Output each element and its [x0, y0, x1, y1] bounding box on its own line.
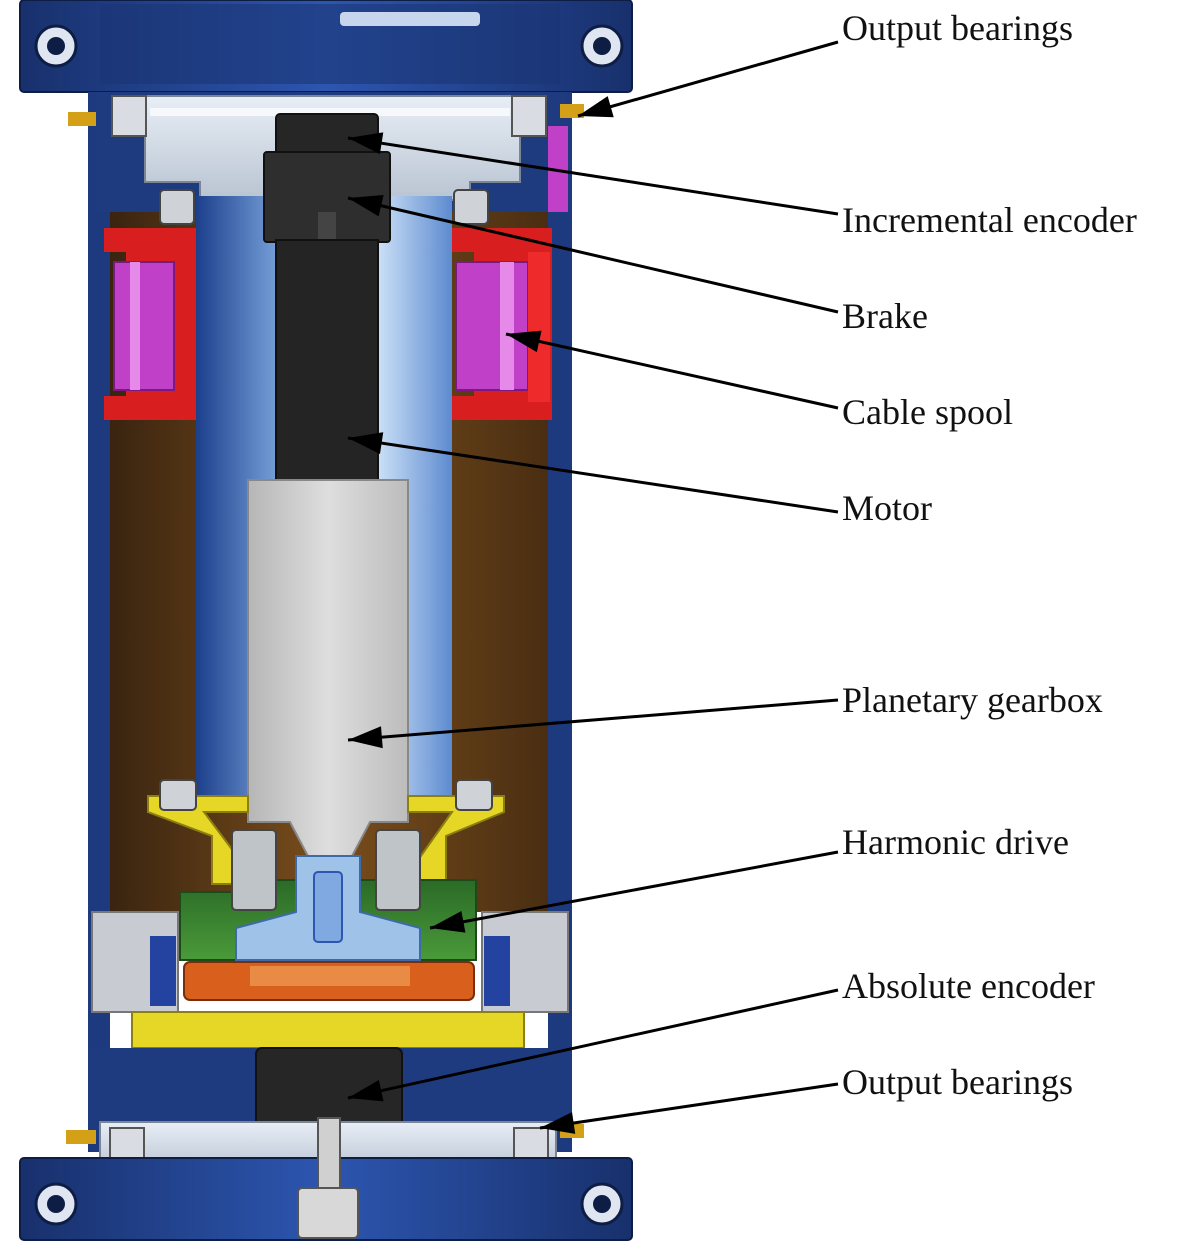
top-right-bearing: [511, 95, 547, 137]
leader-line-planetary-gearbox: [347, 698, 839, 742]
leader-lines: [347, 40, 839, 1134]
motor-part: [275, 239, 379, 485]
housing: [19, 0, 633, 1241]
leader-line-brake: [347, 196, 839, 314]
planetary-gearbox-part: [247, 479, 409, 861]
label-motor: Motor: [842, 488, 932, 528]
leader-line-incremental-encoder: [347, 136, 839, 216]
leader-line-absolute-encoder: [347, 988, 839, 1100]
label-output-bearings-bottom: Output bearings: [842, 1062, 1073, 1102]
label-output-bearings-top: Output bearings: [842, 8, 1073, 48]
cable-spool-right: [452, 228, 552, 420]
arrowhead-icon-brake: [348, 194, 384, 217]
arrowhead-icon-incremental-encoder: [348, 132, 384, 155]
label-harmonic-drive: Harmonic drive: [842, 822, 1069, 862]
leader-line-output-bearings-top: [577, 40, 839, 118]
leader-line-motor: [347, 436, 839, 514]
arrowhead-icon-harmonic-drive: [430, 910, 466, 933]
left-housing-wall: [88, 92, 110, 1152]
arrowhead-icon-planetary-gearbox: [348, 726, 383, 749]
label-cable-spool: Cable spool: [842, 392, 1013, 432]
top-left-bearing: [111, 95, 147, 137]
label-incremental-encoder: Incremental encoder: [842, 200, 1137, 240]
arrowhead-icon-output-bearings-bottom: [540, 1112, 576, 1134]
arrowhead-icon-absolute-encoder: [348, 1079, 384, 1102]
label-planetary-gearbox: Planetary gearbox: [842, 680, 1103, 720]
arrowhead-icon-motor: [348, 432, 384, 454]
arrowhead-icon-cable-spool: [506, 330, 542, 353]
output-shaft: [317, 1117, 341, 1199]
label-absolute-encoder: Absolute encoder: [842, 966, 1095, 1006]
label-brake: Brake: [842, 296, 928, 336]
leader-line-cable-spool: [505, 332, 839, 410]
leader-line-harmonic-drive: [429, 850, 839, 930]
arrowhead-icon-output-bearings-top: [578, 96, 614, 118]
cable-spool-left: [104, 228, 196, 420]
output-plate: [131, 1011, 525, 1049]
leader-line-output-bearings-bottom: [539, 1082, 839, 1130]
